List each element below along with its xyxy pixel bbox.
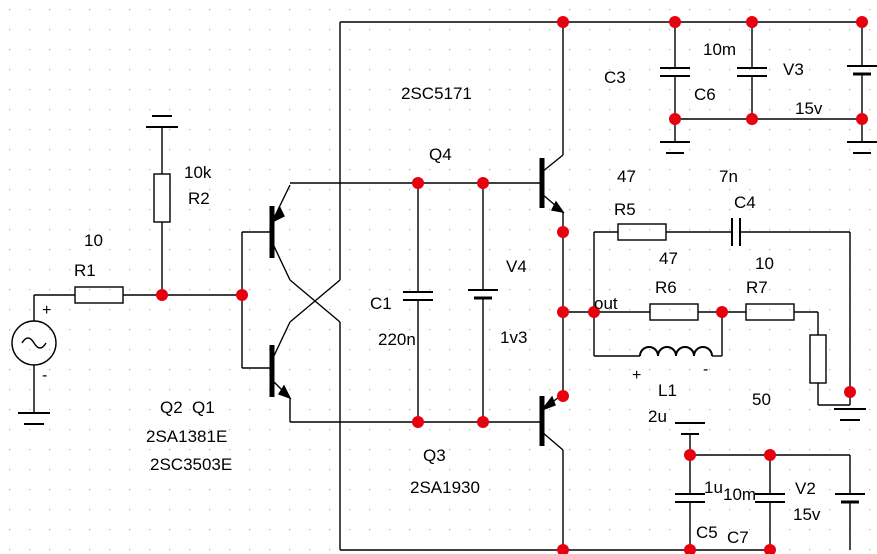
q4-label: Q4 xyxy=(429,145,452,164)
transistor-q2[interactable] xyxy=(269,184,291,281)
r5-value: 47 xyxy=(617,167,636,186)
c6-name: C6 xyxy=(694,85,716,104)
q3-part: 2SA1930 xyxy=(410,478,480,497)
c5-value: 1u xyxy=(704,478,723,497)
q4-part: 2SC5171 xyxy=(401,84,472,103)
c1-value: 220n xyxy=(378,330,416,349)
load-value: 50 xyxy=(752,390,771,409)
r1-name: R1 xyxy=(74,261,96,280)
q1-part: 2SA1381E xyxy=(146,427,227,446)
v3-name: V3 xyxy=(783,60,804,79)
c4-name: C4 xyxy=(734,193,756,212)
r7-value: 10 xyxy=(755,254,774,273)
source-plus-mark: + xyxy=(42,302,51,319)
r2-value: 10k xyxy=(184,163,212,182)
r5-name: R5 xyxy=(614,200,636,219)
out-node-label: out xyxy=(594,294,618,313)
q2-part: 2SC3503E xyxy=(150,455,232,474)
l1-value: 2u xyxy=(648,407,667,426)
transistor-q4[interactable] xyxy=(539,154,565,213)
c6-value: 10m xyxy=(703,40,736,59)
q2-label: Q2 xyxy=(160,398,183,417)
l1-name: L1 xyxy=(658,381,677,400)
r6-name: R6 xyxy=(655,278,677,297)
input-source[interactable] xyxy=(11,295,57,425)
c1-name: C1 xyxy=(370,294,392,313)
junction-dots xyxy=(156,16,868,554)
c7-value: 10m xyxy=(723,485,756,504)
c3-name: C3 xyxy=(604,68,626,87)
v4-name: V4 xyxy=(506,257,527,276)
r6-value: 47 xyxy=(659,249,678,268)
c7-name: C7 xyxy=(727,528,749,547)
l1-minus-mark: - xyxy=(703,361,708,378)
q3-label: Q3 xyxy=(423,446,446,465)
r7-name: R7 xyxy=(746,278,768,297)
source-minus-mark: - xyxy=(42,367,47,384)
inductor-l1[interactable] xyxy=(639,346,713,357)
l1-plus-mark: + xyxy=(632,367,641,384)
c4-value: 7n xyxy=(719,167,738,186)
v2-name: V2 xyxy=(795,479,816,498)
v2-value: 15v xyxy=(793,505,821,524)
r2-name: R2 xyxy=(188,189,210,208)
v4-value: 1v3 xyxy=(500,328,527,347)
c5-name: C5 xyxy=(696,523,718,542)
transistor-q1[interactable] xyxy=(269,321,292,400)
v3-value: 15v xyxy=(795,99,823,118)
r1-value: 10 xyxy=(84,231,103,250)
q1-label: Q1 xyxy=(192,398,215,417)
